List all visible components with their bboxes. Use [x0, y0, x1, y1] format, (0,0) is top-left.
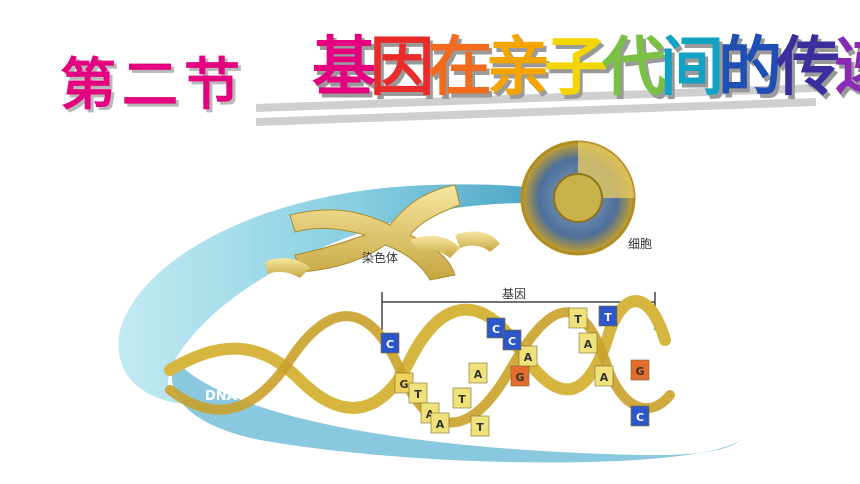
base-letter: G [635, 365, 644, 378]
dna-helix [164, 295, 675, 428]
base-cell [578, 332, 598, 354]
title-char: 亲 [486, 31, 550, 105]
base-letter: A [524, 351, 533, 364]
base-cell [468, 362, 488, 384]
base-cell [502, 329, 522, 351]
base-cell [486, 317, 506, 339]
chromosome-icon [265, 184, 500, 281]
title-char: 递 [834, 28, 860, 108]
base-letter: C [636, 411, 644, 424]
title-char: 代 [602, 31, 666, 105]
base-cell [430, 412, 450, 434]
base-cell [594, 365, 614, 387]
title-char: 传 [776, 31, 840, 105]
title-char: 基 [312, 31, 376, 105]
base-cell [518, 345, 538, 367]
cell-label: 细胞 [628, 237, 652, 251]
base-letter: A [600, 371, 609, 384]
base-letter: T [414, 388, 422, 401]
base-cell [598, 305, 618, 327]
section-label: 第二节 [60, 53, 246, 118]
title-char: 间 [660, 31, 724, 105]
base-cell [630, 405, 650, 427]
base-letter: C [508, 335, 516, 348]
title-char: 在 [428, 31, 492, 105]
title-char: 因 [370, 31, 434, 105]
cell-icon [520, 140, 636, 256]
base-cell [452, 387, 472, 409]
title-char: 子 [544, 31, 608, 105]
base-letter: T [476, 421, 484, 434]
base-letter: G [399, 378, 408, 391]
dna-label: DNA [205, 389, 237, 404]
base-letter: A [474, 368, 483, 381]
title-char: 的 [718, 31, 782, 105]
base-letter: A [584, 338, 593, 351]
blue-ribbon [118, 184, 610, 405]
base-letter: C [492, 323, 500, 336]
base-letter: T [574, 313, 582, 326]
base-letter: C [386, 338, 394, 351]
base-cell [630, 359, 650, 381]
base-letter: T [458, 393, 466, 406]
base-letter: G [515, 371, 524, 384]
base-cell [470, 415, 490, 437]
page-title: 基因在亲子代间的传递 [312, 28, 860, 108]
base-cell [408, 382, 428, 404]
base-letter: A [436, 418, 445, 431]
ribbon-lower [171, 360, 740, 463]
base-cell [568, 307, 588, 329]
gene-label: 基因 [502, 287, 526, 301]
base-cell [380, 332, 400, 354]
base-letter: T [604, 311, 612, 324]
chromosome-label: 染色体 [362, 250, 398, 265]
base-letter: A [426, 408, 435, 421]
